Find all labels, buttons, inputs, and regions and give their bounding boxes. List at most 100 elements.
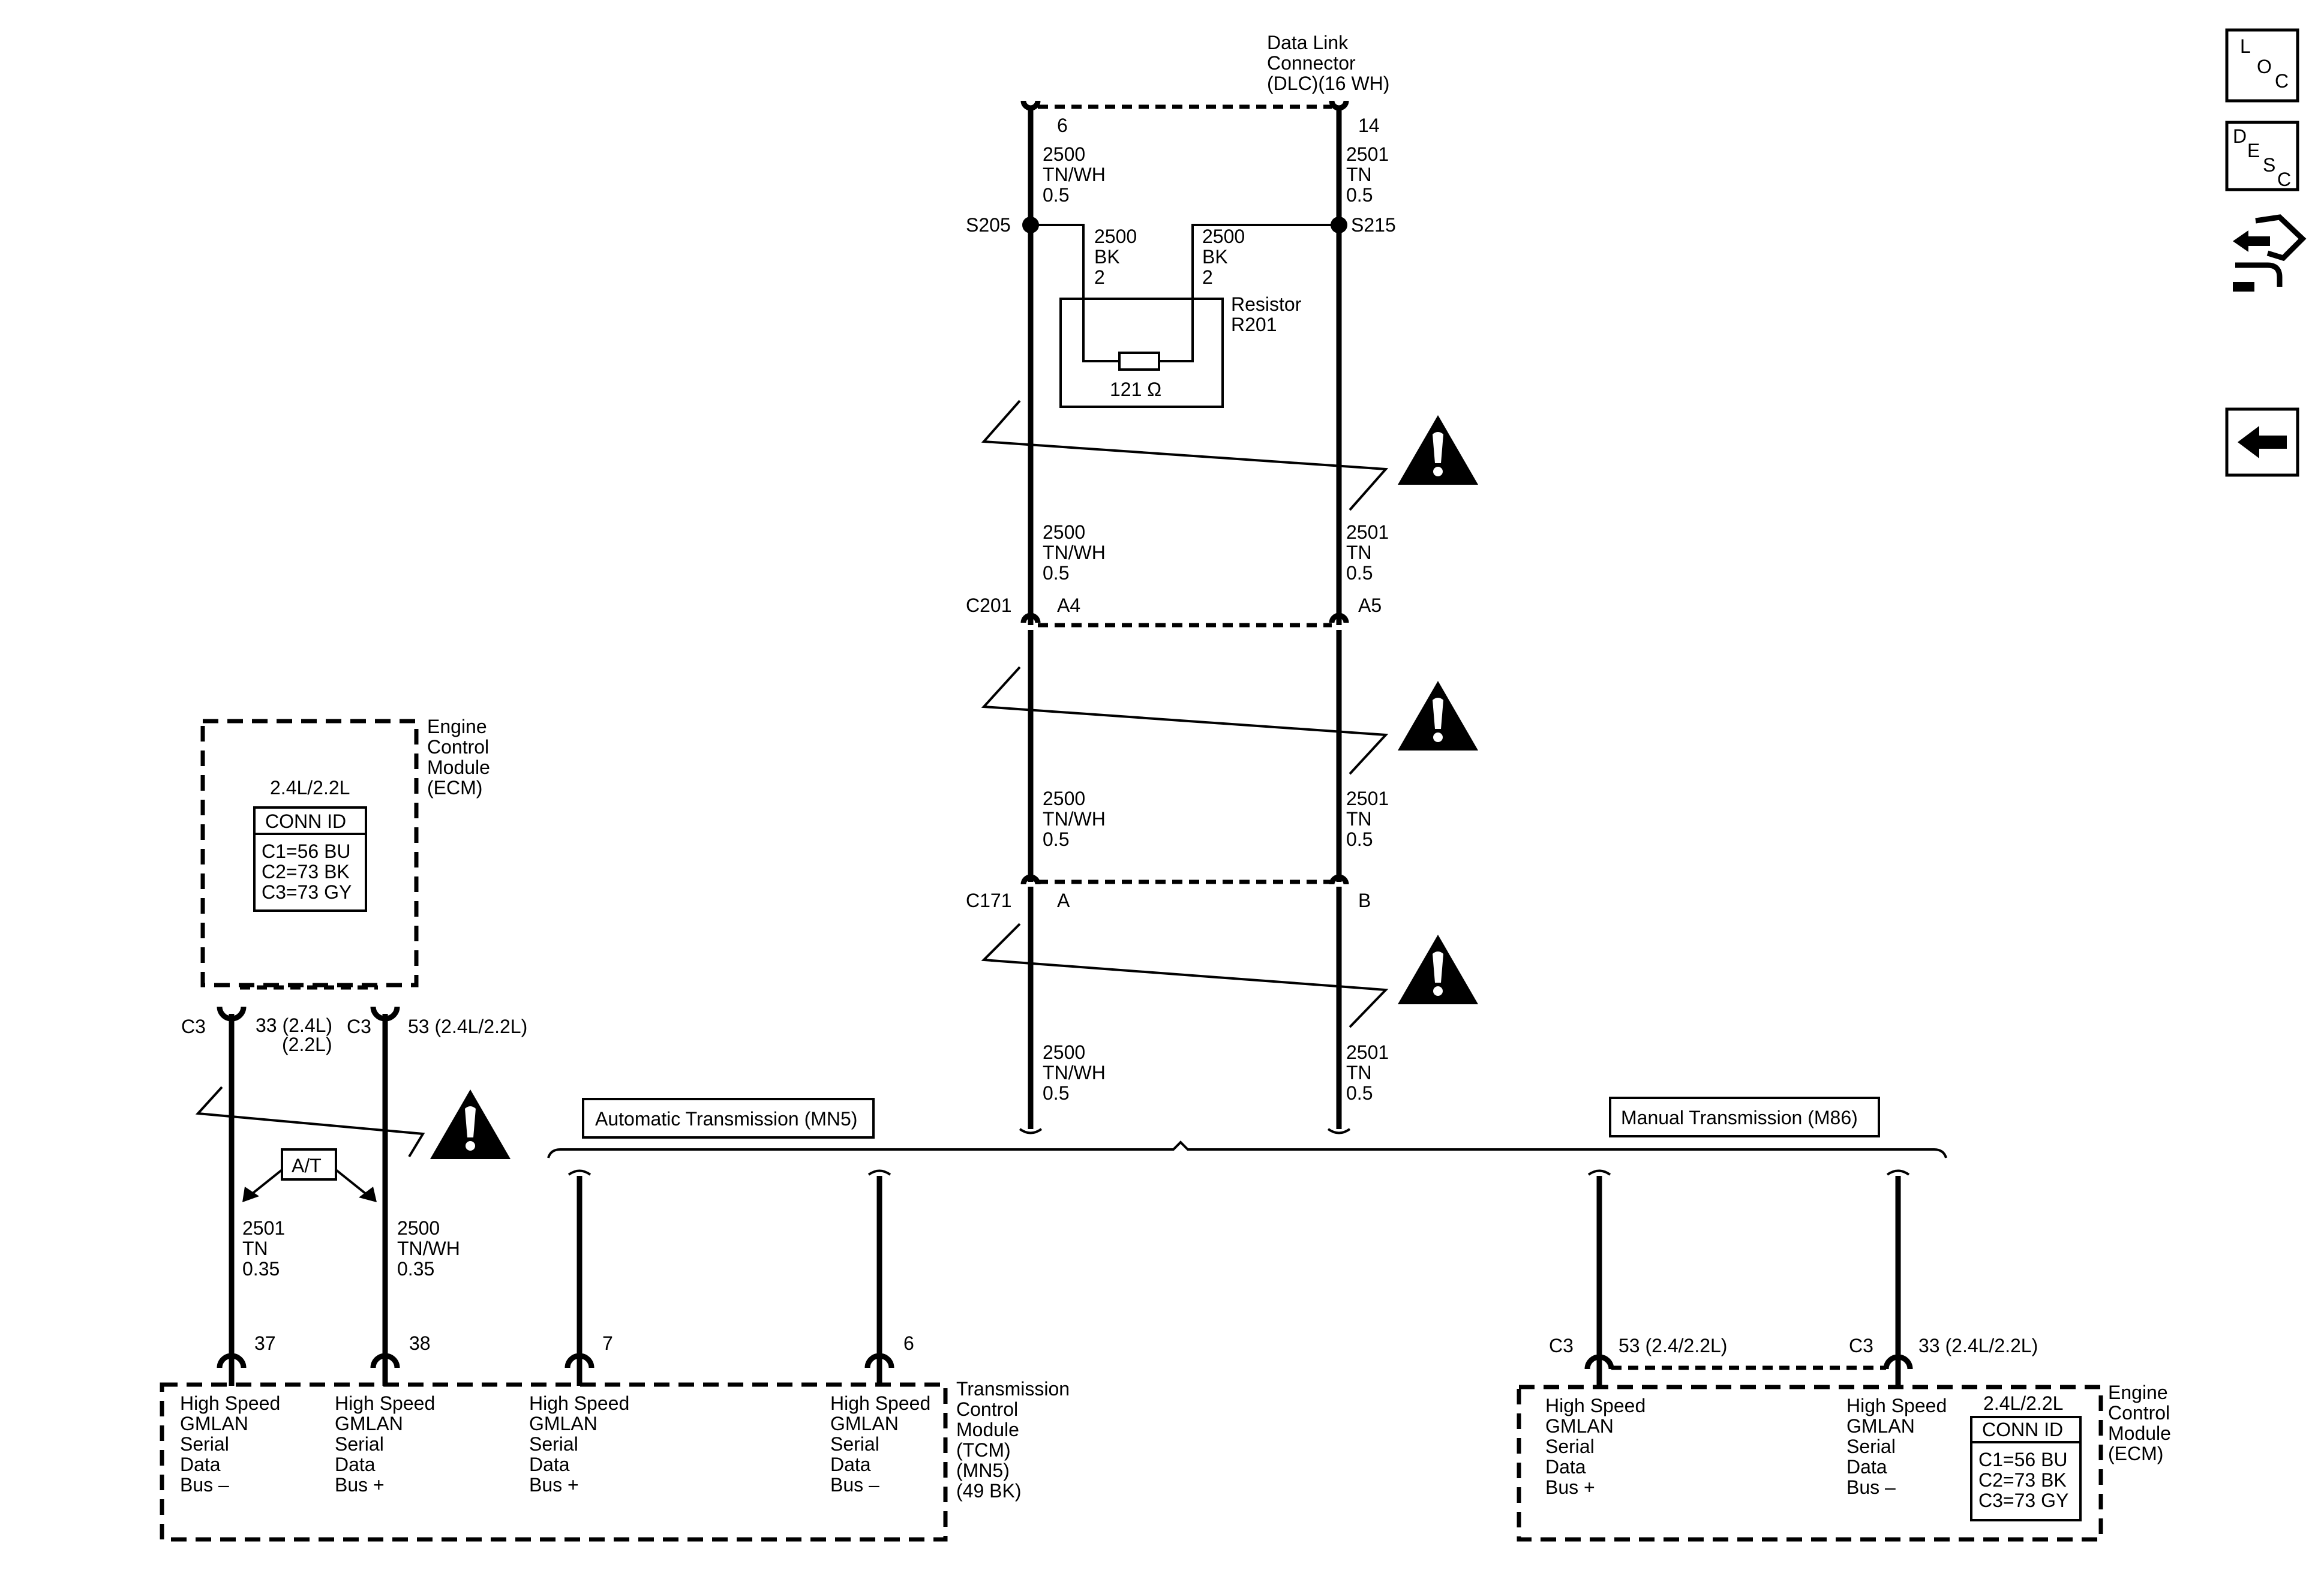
pin-function: Serial <box>335 1433 384 1455</box>
tcm-pin: 6 <box>903 1332 914 1354</box>
conn-id-title: CONN ID <box>1982 1419 2063 1440</box>
loc-letter: C <box>2275 70 2289 92</box>
connector-pin: 33 (2.4L) <box>256 1014 332 1036</box>
ecm-label: Control <box>427 736 489 758</box>
resistor-value: 121 Ω <box>1110 379 1161 400</box>
pin-function: GMLAN <box>830 1413 899 1434</box>
warning-triangle-icon <box>430 1089 511 1159</box>
wire-label-color: TN <box>1346 164 1372 185</box>
ecm-label: Engine <box>427 716 487 737</box>
location-button[interactable]: L O C <box>2225 28 2299 103</box>
wire-label-circuit: 2500 <box>1043 1041 1085 1063</box>
dlc-pin-6: 6 <box>1057 115 1068 136</box>
bus-label-manual: Manual Transmission (M86) <box>1621 1107 1858 1128</box>
connector-pin: A4 <box>1057 595 1080 616</box>
connector-pin: (2.2L) <box>282 1034 332 1055</box>
engine-label: 2.4L/2.2L <box>1983 1392 2063 1414</box>
wire-label-gauge: 0.5 <box>1043 1082 1069 1104</box>
description-button[interactable]: D E S C <box>2225 121 2299 191</box>
wire-label-circuit: 2500 <box>397 1217 440 1239</box>
wire-label-circuit: 2500 <box>1043 788 1085 809</box>
tcm-pin: 38 <box>409 1332 431 1354</box>
loc-letter: O <box>2257 56 2272 77</box>
tcm-pin: 37 <box>254 1332 276 1354</box>
pin-function: High Speed <box>529 1392 629 1414</box>
wire-label-color: TN/WH <box>1043 164 1106 185</box>
connector-pin: 53 (2.4/2.2L) <box>1619 1335 1727 1356</box>
conn-id-row: C3=73 GY <box>262 881 352 903</box>
dlc-pin-14: 14 <box>1358 115 1380 136</box>
pin-function: Data <box>1545 1456 1586 1478</box>
wire-label-circuit: 2501 <box>1346 788 1389 809</box>
wire-label-color: TN <box>1346 542 1372 563</box>
wire-label-color: TN <box>242 1238 268 1259</box>
wire-label-gauge: 0.5 <box>1043 184 1069 206</box>
resistor-r201: 2500 BK 2 2500 BK 2 Resistor R201 121 Ω <box>1031 224 1339 408</box>
conn-id-title: CONN ID <box>265 810 346 832</box>
wire-label-gauge: 0.5 <box>1346 562 1373 584</box>
wire-label-gauge: 0.5 <box>1346 184 1373 206</box>
pin-function: Data <box>830 1454 871 1475</box>
tcm-label: Transmission <box>956 1378 1070 1400</box>
pin-function: Serial <box>1846 1436 1896 1457</box>
back-arrow-icon[interactable] <box>2225 407 2299 477</box>
pin-function: Serial <box>830 1433 879 1455</box>
connector-pin: B <box>1358 890 1371 911</box>
connector-id: C3 <box>347 1016 371 1037</box>
resistor-wire-gauge: 2 <box>1094 266 1105 288</box>
wire-label-circuit: 2500 <box>1043 521 1085 543</box>
pin-function: Bus + <box>335 1474 385 1496</box>
connector-name: C171 <box>966 890 1012 911</box>
pin-function: GMLAN <box>1545 1415 1614 1437</box>
tcm-label: (49 BK) <box>956 1480 1021 1502</box>
pin-function: GMLAN <box>335 1413 403 1434</box>
splice-label: S215 <box>1351 214 1396 236</box>
pin-function: High Speed <box>1545 1395 1646 1416</box>
splice-s215: S215 <box>1331 214 1396 236</box>
tcm-label: Control <box>956 1398 1018 1420</box>
tcm-label: Module <box>956 1419 1019 1440</box>
warning-triangle-icon <box>1398 415 1478 485</box>
resistor-name: Resistor <box>1231 293 1302 315</box>
pin-function: High Speed <box>335 1392 435 1414</box>
connector-end-view-icon[interactable] <box>2233 214 2307 292</box>
pin-function: Serial <box>1545 1436 1595 1457</box>
connector-pin: A5 <box>1358 595 1382 616</box>
wire-label-circuit: 2501 <box>1346 521 1389 543</box>
conn-id-row: C1=56 BU <box>262 840 351 862</box>
tcm-label: (MN5) <box>956 1460 1010 1481</box>
ecm-label: Module <box>427 757 490 778</box>
desc-letter: C <box>2277 169 2291 190</box>
desc-letter: D <box>2233 125 2247 147</box>
connector-pin: 33 (2.4L/2.2L) <box>1918 1335 2038 1356</box>
connector-id: C3 <box>1549 1335 1574 1356</box>
desc-letter: S <box>2263 154 2275 176</box>
warning-triangle-icon <box>1398 681 1478 751</box>
wire-label-circuit: 2500 <box>1043 143 1085 165</box>
can-wires-top <box>1028 109 1342 625</box>
wire-label-gauge: 0.5 <box>1043 828 1069 850</box>
connector-pin: A <box>1057 890 1070 911</box>
pin-function: GMLAN <box>180 1413 248 1434</box>
tcm-label: (TCM) <box>956 1439 1011 1461</box>
pin-function: Serial <box>529 1433 578 1455</box>
tcm-pin: 7 <box>602 1332 613 1354</box>
wire-label-gauge: 0.5 <box>1346 828 1373 850</box>
wire-label-color: TN/WH <box>1043 808 1106 830</box>
conn-id-row: C1=56 BU <box>1978 1449 2068 1470</box>
wire-label-color: TN <box>1346 808 1372 830</box>
ecm-left: Engine Control Module (ECM) 2.4L/2.2L CO… <box>181 716 527 1055</box>
engine-label: 2.4L/2.2L <box>270 777 350 798</box>
resistor-wire-gauge: 2 <box>1202 266 1213 288</box>
loc-letter: L <box>2240 35 2251 57</box>
option-at-split: A/T 2501 TN 0.35 2500 TN/WH 0.35 <box>242 1148 460 1280</box>
pin-function: Bus + <box>529 1474 579 1496</box>
transmission-control-module: 37 38 7 6 High Speed GMLAN Serial Data B… <box>160 1332 1070 1542</box>
pin-function: Bus – <box>180 1474 229 1496</box>
conn-id-row: C2=73 BK <box>262 861 350 882</box>
ecm-label: Module <box>2108 1422 2171 1444</box>
pin-function: Bus – <box>830 1474 879 1496</box>
dlc-label-1: Data Link <box>1267 32 1349 53</box>
option-bus: Automatic Transmission (MN5) Manual Tran… <box>547 1097 1947 1176</box>
connector-pin: 53 (2.4L/2.2L) <box>408 1016 527 1037</box>
